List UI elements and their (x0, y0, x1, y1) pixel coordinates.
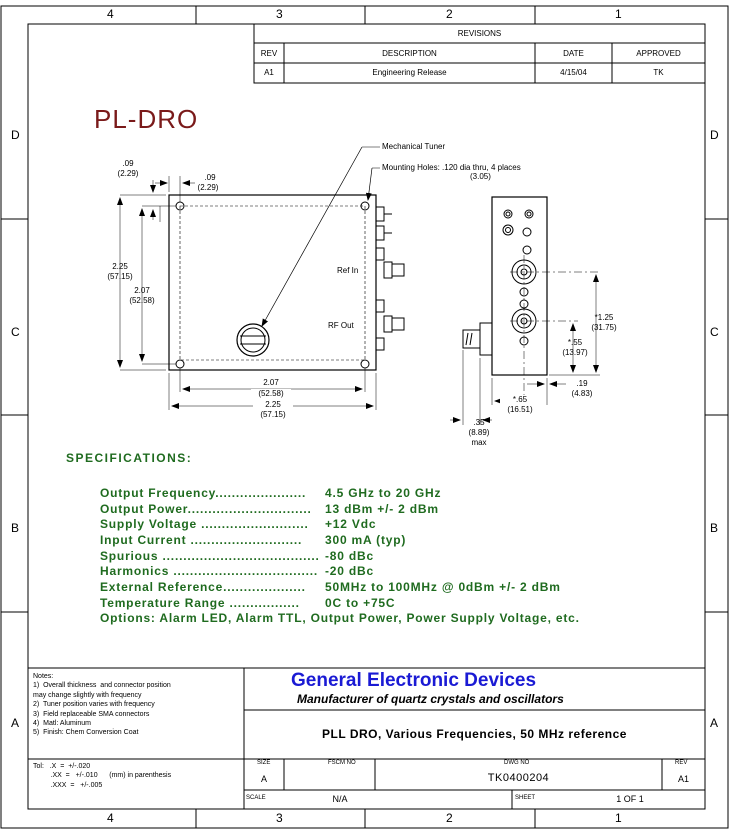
label-ref-in: Ref In (337, 266, 359, 275)
specifications-heading: SPECIFICATIONS: (66, 451, 193, 465)
spec-value: -80 dBc (325, 549, 374, 563)
spec-value: 0C to +75C (325, 596, 396, 610)
spec-label: Output Frequency...................... (100, 486, 307, 500)
spec-row: Input Current ..........................… (100, 533, 406, 547)
dim-height-outer-mm: (57.15) (107, 272, 133, 281)
dim-tuner-depth-mm: (8.89) (468, 428, 490, 437)
dim-side-h1: *1.25 (594, 313, 614, 322)
dim-side-base-mm: (4.83) (571, 389, 593, 398)
spec-row: Harmonics ..............................… (100, 564, 374, 578)
dim-width-inner-mm: (52.58) (251, 389, 291, 398)
zone-number-top-1: 1 (615, 7, 622, 21)
spec-row: Supply Voltage .........................… (100, 517, 376, 531)
revision-date-cell: 4/15/04 (560, 68, 587, 77)
zone-number-bottom-1: 1 (615, 811, 622, 825)
revisions-header-approved: APPROVED (636, 49, 681, 58)
dwg-no-label: DWG NO (504, 760, 530, 766)
zone-letter-right-d: D (710, 128, 719, 142)
zone-letter-left-a: A (11, 716, 20, 730)
spec-row: External Reference.................... 50… (100, 580, 561, 594)
scale-value: N/A (332, 794, 348, 804)
dim-side-h2: *.55 (567, 338, 583, 347)
drawing-description: PLL DRO, Various Frequencies, 50 MHz ref… (322, 727, 627, 741)
notes-block: Notes: 1) Overall thickness and connecto… (33, 673, 171, 737)
dim-width-outer: 2.25 (253, 400, 293, 409)
dim-side-h1-mm: (31.75) (591, 323, 617, 332)
zone-letter-right-c: C (710, 325, 719, 339)
dim-top-offset-mm: (2.29) (197, 183, 219, 192)
company-name: General Electronic Devices (291, 670, 537, 691)
zone-number-bottom-2: 2 (446, 811, 453, 825)
spec-label: Output Power............................… (100, 502, 312, 516)
callout-mechanical-tuner: Mechanical Tuner (382, 142, 446, 151)
sheet-label: SHEET (515, 795, 536, 801)
dim-tuner-depth-note: max (471, 438, 487, 447)
spec-row: Temperature Range ................. 0C to… (100, 596, 395, 610)
callout-mounting-holes: Mounting Holes: .120 dia thru, 4 places (382, 163, 521, 172)
callout-mounting-holes-metric: (3.05) (470, 172, 491, 181)
rev-label: REV (675, 760, 688, 766)
dim-left-offset: .09 (122, 159, 134, 168)
spec-value: 4.5 GHz to 20 GHz (325, 486, 442, 500)
dim-side-width-mm: (16.51) (507, 405, 533, 414)
spec-label: Spurious ...............................… (100, 549, 320, 563)
spec-label: Temperature Range ................. (100, 596, 300, 610)
company-tagline: Manufacturer of quartz crystals and osci… (297, 692, 564, 706)
dim-tuner-depth: .35 (473, 418, 485, 427)
spec-value: 13 dBm +/- 2 dBm (325, 502, 439, 516)
tolerance-block: Tol: .X = +/-.020 .XX = +/-.010 (mm) in … (33, 763, 172, 789)
zone-number-top-4: 4 (107, 7, 114, 21)
dim-height-inner-mm: (52.58) (129, 296, 155, 305)
revisions-title: REVISIONS (457, 29, 502, 38)
zone-letter-left-b: B (11, 521, 20, 535)
spec-label: Harmonics ..............................… (100, 564, 319, 578)
spec-label: Supply Voltage .........................… (100, 517, 309, 531)
scale-label: SCALE (246, 795, 266, 801)
spec-value: -20 dBc (325, 564, 374, 578)
dwg-no-value: TK0400204 (487, 772, 550, 784)
options-line: Options: Alarm LED, Alarm TTL, Output Po… (100, 611, 580, 625)
spec-value: 300 mA (typ) (325, 533, 407, 547)
spec-value: 50MHz to 100MHz @ 0dBm +/- 2 dBm (325, 580, 561, 594)
dim-height-inner: 2.07 (134, 286, 150, 295)
revision-approved-cell: TK (653, 68, 664, 77)
dim-left-offset-mm: (2.29) (117, 169, 139, 178)
spec-row: Spurious ...............................… (100, 549, 374, 563)
revisions-header-date: DATE (563, 49, 584, 58)
revision-rev-cell: A1 (264, 68, 274, 77)
spec-value: +12 Vdc (325, 517, 377, 531)
revisions-header-description: DESCRIPTION (382, 49, 437, 58)
zone-number-bottom-3: 3 (276, 811, 283, 825)
spec-row: Output Frequency...................... 4.… (100, 486, 441, 500)
dim-side-base: .19 (576, 379, 588, 388)
rev-value: A1 (677, 774, 689, 784)
part-title: PL-DRO (94, 104, 199, 134)
zone-number-top-3: 3 (276, 7, 283, 21)
zone-letter-left-d: D (11, 128, 20, 142)
spec-row: Output Power............................… (100, 502, 439, 516)
label-rf-out: RF Out (328, 321, 354, 330)
size-value: A (260, 774, 267, 784)
sheet-value: 1 OF 1 (616, 794, 644, 804)
zone-number-top-2: 2 (446, 7, 453, 21)
zone-letter-right-b: B (710, 521, 719, 535)
zone-letter-left-c: C (11, 325, 20, 339)
zone-letter-right-a: A (710, 716, 719, 730)
dim-side-width: *.65 (500, 395, 540, 404)
spec-label: Input Current ..........................… (100, 533, 303, 547)
revision-description-cell: Engineering Release (372, 68, 447, 77)
dim-height-outer: 2.25 (112, 262, 128, 271)
revisions-header-rev: REV (260, 49, 278, 58)
zone-number-bottom-4: 4 (107, 811, 114, 825)
fscm-label: FSCM NO (328, 760, 356, 766)
size-label: SIZE (257, 760, 271, 766)
dim-width-inner: 2.07 (263, 378, 279, 387)
dim-top-offset: .09 (204, 173, 216, 182)
dim-side-h2-mm: (13.97) (562, 348, 588, 357)
dim-width-outer-mm: (57.15) (260, 410, 286, 419)
spec-label: External Reference.................... (100, 580, 306, 594)
